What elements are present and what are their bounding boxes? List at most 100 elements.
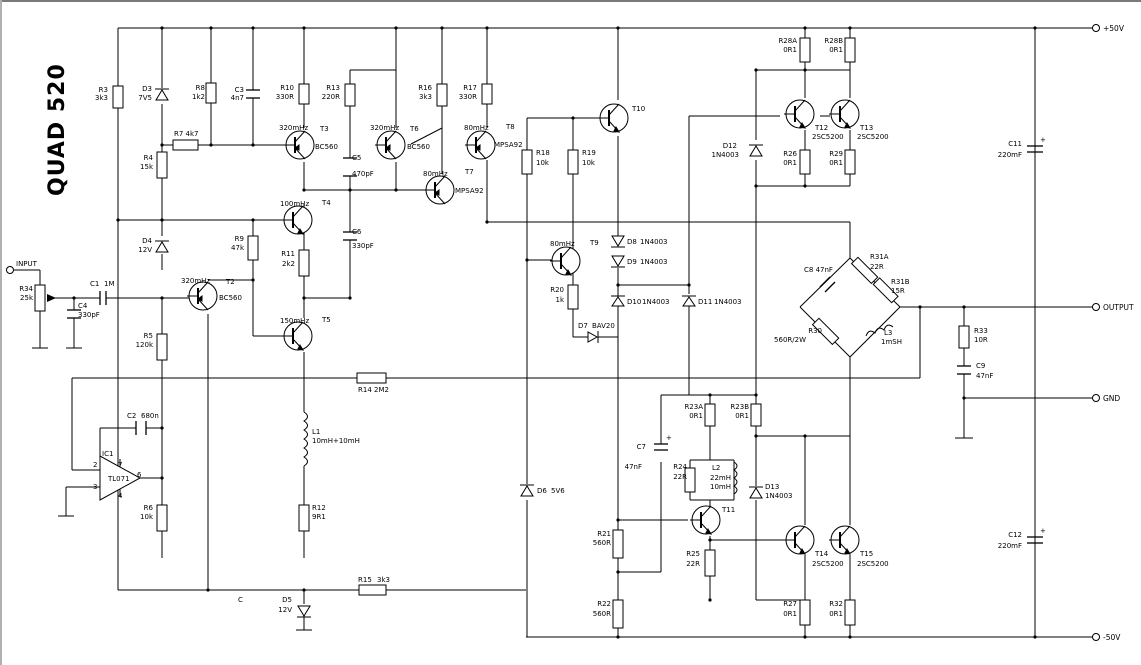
pos-rail-terminal[interactable] [1092, 24, 1100, 32]
opamp-pin-3: 3 [93, 483, 97, 491]
capacitor-plates [67, 89, 1043, 544]
neg-rail-label: -50V [1103, 633, 1121, 642]
gnd-label: GND [1103, 394, 1120, 403]
r8-value-label: 1k2 [192, 93, 205, 101]
t10-name-label: T10 [631, 105, 645, 113]
t12-type-label: 2SC5200 [812, 133, 844, 141]
d10-value-label: 1N4003 [642, 298, 670, 306]
t14-type-label: 2SC5200 [812, 560, 844, 568]
l2-value-label: 22mH [710, 474, 731, 482]
r28b-name-label: R28B [824, 37, 843, 45]
r6-name-label: R6 [144, 504, 154, 512]
t12-name-label: T12 [814, 124, 828, 132]
c11-value-label: 220mF [998, 151, 1022, 159]
t6-symbol [375, 130, 406, 160]
l3-value-label: 1mSH [881, 338, 902, 346]
d7-name-label: D7 [578, 322, 588, 330]
c1-name-label: C1 [90, 280, 99, 288]
c6-name-label: C6 [352, 228, 362, 236]
gnd-terminal[interactable] [1092, 394, 1100, 402]
r13-name-label: R13 [326, 84, 340, 92]
c9-value-label: 47nF [976, 372, 993, 380]
r29-name-label: R29 [829, 150, 843, 158]
pos-rail-label: +50V [1103, 24, 1125, 33]
r9-name-label: R9 [235, 235, 244, 243]
t2-hint-label: 320mHz [181, 277, 210, 285]
r33-value-label: 10R [974, 336, 988, 344]
svg-text:+: + [1040, 136, 1046, 144]
r31a-name-label: R31A [870, 253, 889, 261]
c7-value-label: 47nF [625, 463, 642, 471]
opamp-name-label: IC1 [102, 450, 113, 458]
r12-value-label: 9R1 [312, 513, 326, 521]
r6-value-label: 10k [140, 513, 154, 521]
resistor-bodies [34, 37, 970, 629]
t7-type-label: MPSA92 [455, 187, 484, 195]
r32-name-label: R32 [829, 600, 843, 608]
t13-symbol [829, 99, 860, 129]
t4-symbol [282, 205, 313, 235]
t6-hint-label: 320mHz [370, 124, 399, 132]
r12-name-label: R12 [312, 504, 326, 512]
top-edge-bar [0, 0, 1141, 2]
d8-name-label: D8 [627, 238, 637, 246]
t5-name-label: T5 [321, 316, 331, 324]
r27-name-label: R27 [783, 600, 797, 608]
r3-value-label: 3k3 [95, 94, 108, 102]
d7-value-label: BAV20 [592, 322, 615, 330]
r29-value-label: 0R1 [829, 159, 843, 167]
t7-hint-label: 80mHz [423, 170, 448, 178]
t15-type-label: 2SC5200 [857, 560, 889, 568]
r25-value-label: 22R [686, 560, 700, 568]
node-c-label: C [238, 596, 243, 604]
t15-symbol [829, 525, 860, 555]
t15-name-label: T15 [859, 550, 873, 558]
d4-name-label: D4 [142, 237, 152, 245]
pot-wiper-arrow [47, 294, 56, 302]
r14-name-label: R14 2M2 [358, 386, 389, 394]
l2-name-label: L2 [712, 464, 720, 472]
c12-value-label: 220mF [998, 542, 1022, 550]
r16-value-label: 3k3 [419, 93, 432, 101]
r10-name-label: R10 [280, 84, 294, 92]
d4-value-label: 12V [138, 246, 152, 254]
opamp-pin-7: 7 [118, 461, 122, 469]
d3-value-label: 7V5 [138, 94, 152, 102]
input-label: INPUT [16, 260, 38, 268]
output-terminal[interactable] [1092, 303, 1100, 311]
r4-value-label: 15k [140, 163, 154, 171]
r34-value-label: 25k [20, 294, 34, 302]
t10-symbol [598, 103, 629, 133]
c3-value-label: 4n7 [231, 94, 244, 102]
t8-name-label: T8 [505, 123, 515, 131]
l1-value-label: 10mH+10mH [312, 437, 360, 445]
t6-name-label: T6 [409, 125, 419, 133]
r30-name-label: R30 [808, 327, 822, 335]
t2-symbol [187, 281, 218, 311]
d13-value-label: 1N4003 [765, 492, 793, 500]
r31b-value-label: 15R [891, 287, 905, 295]
c5-value-label: 470pF [352, 170, 374, 178]
opamp-pin-2: 2 [93, 461, 97, 469]
t2-name-label: T2 [225, 278, 235, 286]
input-terminal[interactable] [6, 266, 14, 274]
r21-name-label: R21 [597, 530, 611, 538]
r26-name-label: R26 [783, 150, 797, 158]
inductor-coils [303, 324, 894, 495]
r28b-value-label: 0R1 [829, 46, 843, 54]
t8-type-label: MPSA92 [494, 141, 523, 149]
r26-value-label: 0R1 [783, 159, 797, 167]
neg-rail-terminal[interactable] [1092, 633, 1100, 641]
c5-name-label: C5 [352, 154, 361, 162]
opamp-type-label: TL071 [107, 475, 130, 483]
r8-name-label: R8 [196, 84, 205, 92]
r33-name-label: R33 [974, 327, 988, 335]
r34-name-label: R34 [19, 285, 33, 293]
r20-value-label: 1k [555, 296, 564, 304]
d11-value-label: 1N4003 [714, 298, 742, 306]
r27-value-label: 0R1 [783, 610, 797, 618]
d13-name-label: D13 [765, 483, 779, 491]
d11-name-label: D11 [698, 298, 712, 306]
r31a-value-label: 22R [870, 263, 884, 271]
t3-hint-label: 320mHz [279, 124, 308, 132]
